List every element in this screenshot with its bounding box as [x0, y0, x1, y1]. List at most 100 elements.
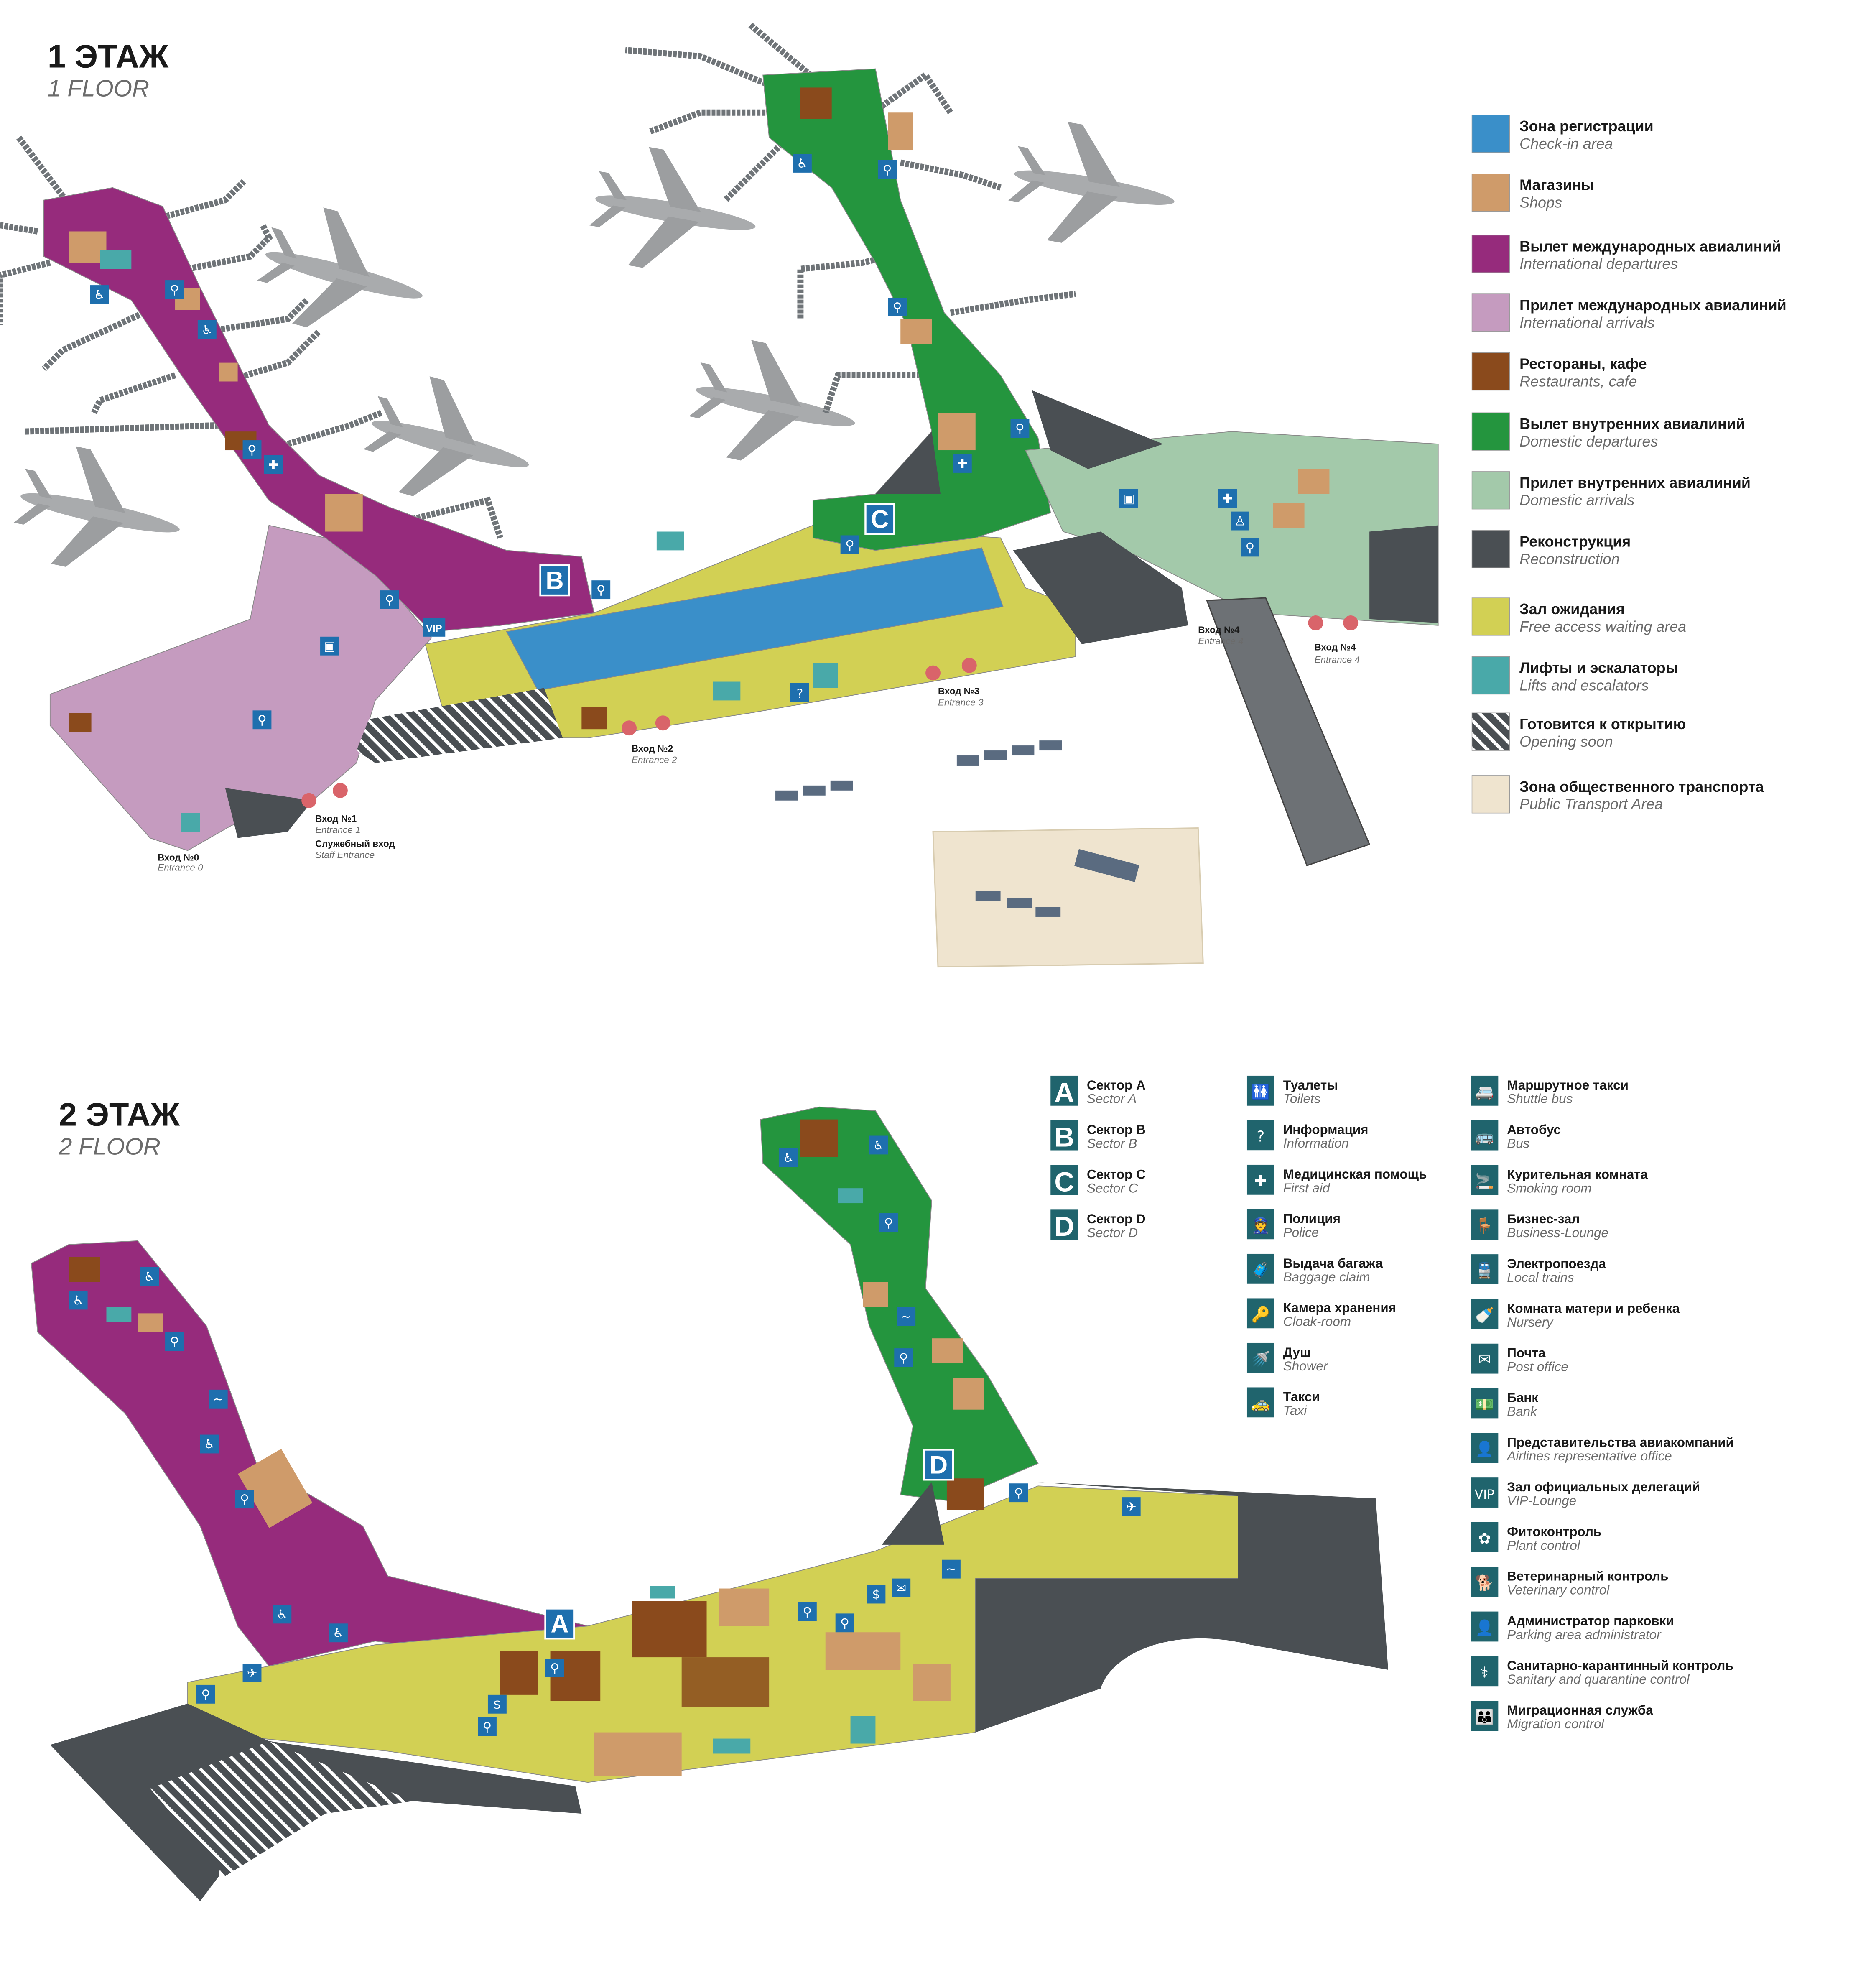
- svg-text:✈: ✈: [247, 1666, 257, 1681]
- post-office-icon[interactable]: ✉: [892, 1578, 911, 1597]
- svg-text:♿: ♿: [94, 288, 105, 302]
- toilets-icon[interactable]: ⚲: [196, 1684, 215, 1704]
- bank-icon[interactable]: $: [867, 1585, 886, 1604]
- vip-marker[interactable]: VIP: [423, 618, 446, 637]
- icon-glyph: 🚌: [1475, 1128, 1494, 1146]
- bank-icon[interactable]: $: [487, 1694, 507, 1714]
- police-icon[interactable]: ♙: [1231, 511, 1249, 531]
- baggage-claim-icon[interactable]: ▣: [320, 636, 339, 656]
- legend-swatch: [1471, 471, 1510, 510]
- toilets-icon[interactable]: ⚲: [380, 590, 399, 609]
- toilets-icon[interactable]: ⚲: [1010, 419, 1030, 438]
- business-lounge-icon: 🪑: [1471, 1209, 1499, 1240]
- legend-label-en: Post office: [1507, 1360, 1568, 1374]
- vip-lounge-icon: VIP: [1471, 1477, 1499, 1508]
- toilets-icon[interactable]: ⚲: [165, 280, 184, 299]
- legend-label: Камера хранения: [1283, 1300, 1396, 1315]
- icon-glyph: B: [1054, 1122, 1074, 1153]
- legend-label-en: Parking area administrator: [1507, 1627, 1662, 1642]
- svg-text:⚲: ⚲: [483, 1720, 492, 1735]
- svg-text:⚲: ⚲: [884, 1216, 893, 1230]
- toilets-icon[interactable]: ⚲: [545, 1659, 564, 1677]
- legend-label-en: Shops: [1519, 194, 1562, 211]
- legend-label-en: Free access waiting area: [1519, 618, 1686, 635]
- toilets-icon[interactable]: ⚲: [798, 1602, 817, 1621]
- toilets-icon: 🚻: [1246, 1075, 1274, 1106]
- toilets-icon[interactable]: ⚲: [840, 535, 859, 554]
- business-lounge-icon[interactable]: ♿: [273, 1605, 292, 1624]
- information-icon[interactable]: ?: [790, 683, 809, 702]
- toilets-icon[interactable]: ⚲: [894, 1348, 913, 1368]
- information-icon: ?: [1246, 1120, 1274, 1151]
- legend-label: Сектор A: [1087, 1078, 1146, 1092]
- legend-label: Рестораны, кафе: [1519, 356, 1647, 373]
- toilets-icon[interactable]: ⚲: [888, 298, 907, 316]
- business-lounge-icon[interactable]: ♿: [793, 153, 812, 173]
- legend-label: Санитарно-карантинный контроль: [1507, 1658, 1733, 1673]
- first-aid-icon[interactable]: ✚: [264, 455, 283, 474]
- entrance-1-label: Вход №1: [315, 814, 357, 824]
- business-lounge-icon[interactable]: ♿: [200, 1434, 219, 1454]
- legend-label: Реконструкция: [1519, 533, 1631, 550]
- toilets-icon[interactable]: ⚲: [235, 1490, 254, 1509]
- floor1-map: 1 ЭТАЖ 1 FLOOR: [0, 23, 1439, 968]
- toilets-icon[interactable]: ⚲: [1009, 1483, 1028, 1503]
- icon-glyph: 🚿: [1252, 1350, 1270, 1368]
- icon-glyph: 👮: [1252, 1216, 1270, 1234]
- toilets-icon[interactable]: ⚲: [165, 1332, 184, 1351]
- toilets-icon[interactable]: ⚲: [835, 1613, 854, 1633]
- legend-swatch: [1471, 115, 1510, 153]
- business-lounge-icon[interactable]: ♿: [69, 1291, 88, 1310]
- svg-text:$: $: [493, 1697, 501, 1712]
- svg-text:A: A: [551, 1610, 568, 1638]
- first-aid-icon[interactable]: ✚: [1218, 489, 1237, 508]
- smoking-room-icon[interactable]: ~: [897, 1307, 916, 1326]
- shops-restaurants-blocks: [69, 1119, 984, 1776]
- baggage-claim-icon[interactable]: ▣: [1119, 489, 1138, 508]
- svg-text:⚲: ⚲: [201, 1687, 210, 1702]
- sector-marker-d[interactable]: D: [923, 1449, 954, 1481]
- first-aid-icon[interactable]: ✚: [953, 454, 972, 473]
- business-lounge-icon[interactable]: ♿: [869, 1135, 888, 1155]
- business-lounge-icon[interactable]: ♿: [140, 1267, 159, 1286]
- business-lounge-icon[interactable]: ♿: [90, 285, 109, 304]
- business-lounge-icon[interactable]: ♿: [779, 1148, 798, 1167]
- legend-swatch: [1471, 235, 1510, 273]
- sector-marker-c[interactable]: C: [864, 503, 895, 535]
- svg-text:⚲: ⚲: [1245, 540, 1254, 555]
- legend-label: Медицинская помощь: [1283, 1167, 1427, 1181]
- toilets-icon[interactable]: ⚲: [591, 580, 611, 600]
- smoking-room-icon[interactable]: ~: [941, 1559, 961, 1579]
- legend-label: Вылет внутренних авиалиний: [1519, 416, 1745, 432]
- toilets-icon[interactable]: ⚲: [879, 1213, 898, 1232]
- svg-text:✚: ✚: [1222, 492, 1233, 506]
- sector-marker-b[interactable]: B: [539, 564, 570, 597]
- toilets-icon[interactable]: ⚲: [252, 710, 272, 730]
- legend-label-en: Plant control: [1507, 1538, 1580, 1553]
- business-lounge-icon[interactable]: ♿: [197, 320, 217, 339]
- toilets-icon[interactable]: ⚲: [242, 440, 262, 459]
- sector-marker-a[interactable]: A: [544, 1608, 575, 1640]
- business-lounge-icon[interactable]: ♿: [329, 1623, 348, 1643]
- toilets-icon[interactable]: ⚲: [478, 1717, 497, 1736]
- smoking-room-icon[interactable]: ~: [209, 1389, 228, 1409]
- legend-label-en: VIP-Lounge: [1507, 1493, 1576, 1508]
- local-trains-icon[interactable]: ✈: [1122, 1497, 1141, 1516]
- toilets-icon[interactable]: ⚲: [1241, 538, 1259, 557]
- toilets-icon[interactable]: ⚲: [878, 160, 897, 179]
- local-trains-icon[interactable]: ✈: [242, 1664, 262, 1682]
- zone-reconstruction-left: [50, 1703, 582, 1901]
